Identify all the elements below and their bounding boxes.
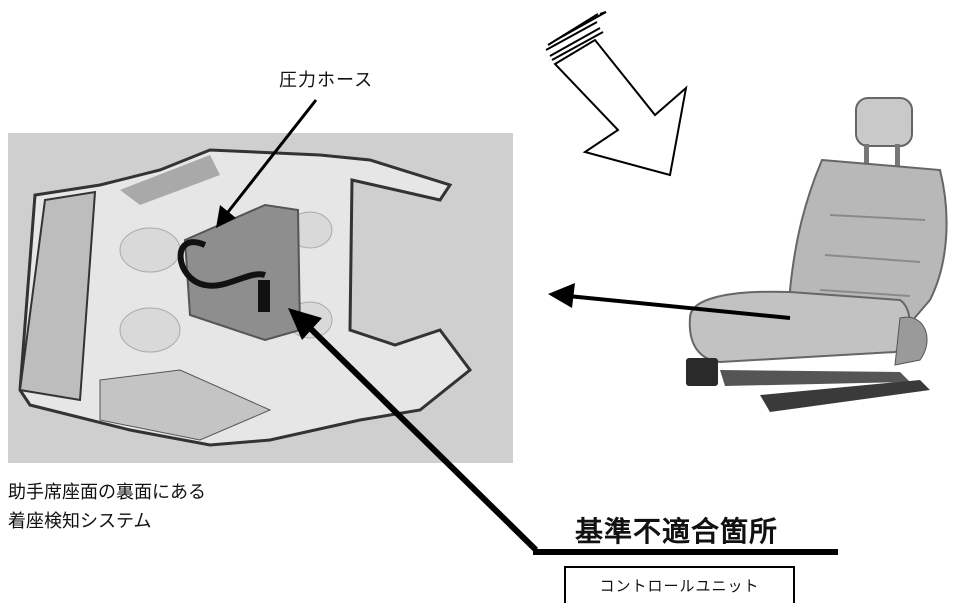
heading-underline — [533, 549, 838, 555]
control-unit-label: コントロールユニット — [599, 577, 760, 595]
pressure-hose-label: 圧力ホース — [279, 70, 374, 91]
seat-to-cushion-pointer-arrow — [548, 283, 791, 320]
control-unit-box: コントロールユニット — [564, 566, 795, 603]
caption-line-2: 着座検知システム — [8, 511, 152, 532]
control-unit-pointer-arrow — [288, 308, 539, 553]
caption-line-1: 助手席座面の裏面にある — [8, 482, 206, 503]
seat-cushion-underside — [18, 148, 473, 447]
nonconformity-heading: 基準不適合箇所 — [575, 515, 779, 548]
pressure-hose-pointer-arrow — [216, 99, 318, 228]
hollow-view-arrow-icon — [545, 11, 688, 177]
car-seat-illustration — [686, 97, 948, 412]
photo-caption: 助手席座面の裏面にある 着座検知システム — [8, 478, 206, 536]
